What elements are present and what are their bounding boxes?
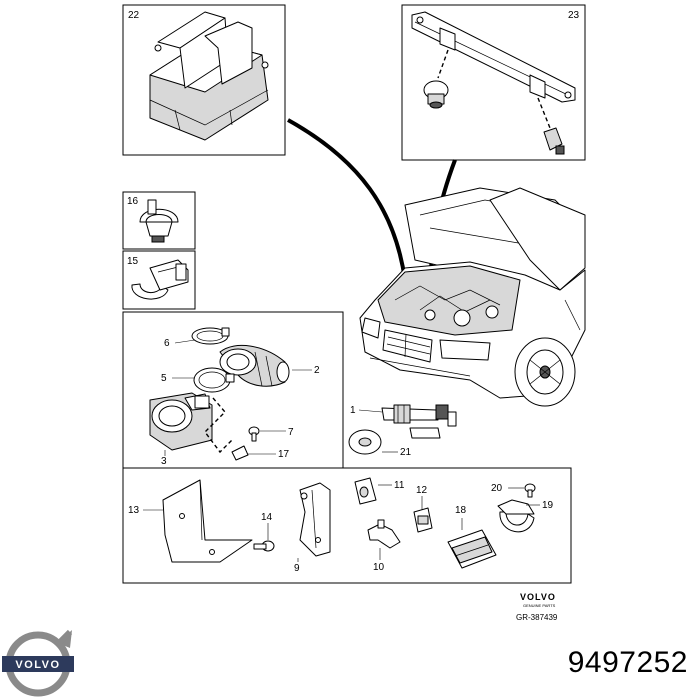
pointer-line-22 bbox=[287, 118, 407, 281]
callout-15: 15 bbox=[127, 256, 139, 267]
air-mass-meter-3 bbox=[149, 392, 213, 451]
clip-17 bbox=[231, 445, 249, 461]
detail-box-intake: 6 2 5 3 7 17 bbox=[122, 311, 344, 469]
washer-21 bbox=[348, 429, 382, 455]
volvo-logo: VOLVO bbox=[2, 629, 74, 697]
car-illustration bbox=[359, 187, 586, 407]
pad-18 bbox=[447, 529, 497, 569]
callout-20: 20 bbox=[491, 483, 503, 494]
detail-box-22: 22 bbox=[122, 4, 286, 156]
fuel-pressure-sensor bbox=[543, 127, 565, 155]
callout-21: 21 bbox=[400, 447, 412, 458]
screw-7 bbox=[248, 426, 260, 442]
bracket-13 bbox=[162, 479, 253, 563]
callout-11: 11 bbox=[394, 480, 405, 491]
bolt-14 bbox=[253, 540, 275, 552]
bracket-9 bbox=[299, 482, 331, 557]
fuel-rail bbox=[411, 11, 576, 103]
clip-10 bbox=[367, 519, 401, 549]
hose-clamp-6 bbox=[191, 327, 230, 345]
clip-12 bbox=[413, 507, 433, 533]
pressure-regulator bbox=[423, 80, 449, 109]
detail-box-15: 15 bbox=[122, 250, 196, 310]
clip-11 bbox=[354, 477, 377, 505]
air-filter-housing bbox=[149, 11, 269, 141]
intake-hose-2 bbox=[219, 344, 290, 387]
drawing-reference: GR-387439 bbox=[516, 613, 558, 622]
callout-17: 17 bbox=[278, 449, 290, 460]
callout-2: 2 bbox=[314, 365, 320, 376]
brand-tagline: GENUINE PARTS bbox=[523, 603, 556, 608]
callout-13: 13 bbox=[128, 505, 140, 516]
callout-14: 14 bbox=[261, 512, 273, 523]
callout-22: 22 bbox=[128, 10, 140, 21]
callout-18: 18 bbox=[455, 505, 467, 516]
callout-5: 5 bbox=[161, 373, 167, 384]
screw-20 bbox=[524, 483, 536, 498]
detail-box-brackets: 13 14 9 11 10 12 bbox=[122, 467, 572, 584]
callout-6: 6 bbox=[164, 338, 170, 349]
hose-clamp-5 bbox=[193, 367, 235, 393]
hose-clip-16 bbox=[139, 199, 179, 243]
callout-23: 23 bbox=[568, 10, 580, 21]
clamp-19 bbox=[497, 499, 535, 533]
brand-mark-small: VOLVO bbox=[520, 592, 556, 602]
hose-clip-15 bbox=[131, 259, 189, 300]
part-number: 9497252 bbox=[567, 646, 688, 679]
volvo-logo-text: VOLVO bbox=[15, 659, 60, 671]
callout-16: 16 bbox=[127, 196, 139, 207]
callout-10: 10 bbox=[373, 562, 385, 573]
callout-7: 7 bbox=[288, 427, 294, 438]
sensor-1 bbox=[381, 404, 457, 439]
callout-1: 1 bbox=[350, 405, 356, 416]
callout-12: 12 bbox=[416, 485, 428, 496]
detail-box-23: 23 bbox=[401, 4, 586, 161]
callout-3: 3 bbox=[161, 456, 167, 467]
callout-9: 9 bbox=[294, 563, 300, 574]
callout-19: 19 bbox=[542, 500, 554, 511]
detail-box-16: 16 bbox=[122, 191, 196, 250]
